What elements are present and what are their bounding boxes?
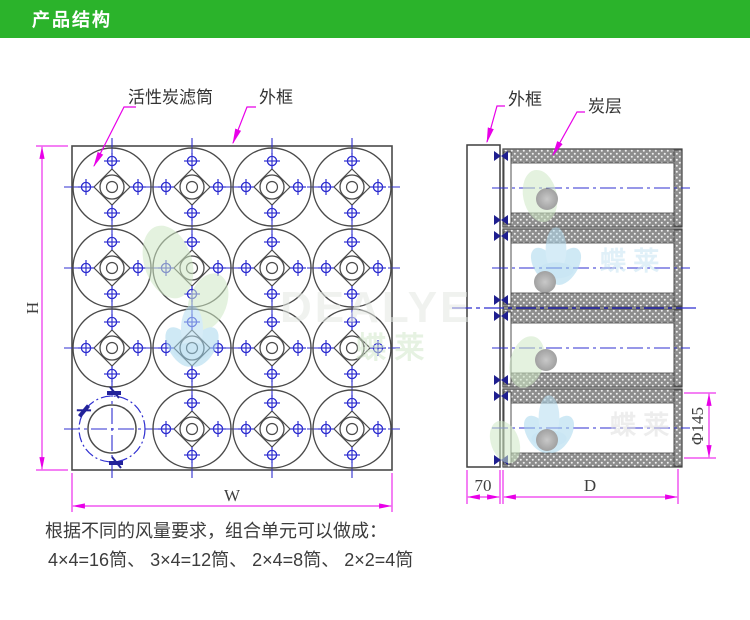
dimension-diameter: Φ145 (684, 392, 716, 459)
dimension-W: W (71, 473, 393, 512)
description-text: 根据不同的风量要求，组合单元可以做成： 4×4=16筒、 3×4=12筒、 2×… (45, 517, 705, 575)
filter-cartridge (233, 148, 311, 226)
page-title: 产品结构 (32, 10, 112, 30)
description-line-2: 4×4=16筒、 3×4=12筒、 2×4=8筒、 2×2=4筒 (48, 550, 414, 570)
filter-cartridge (73, 229, 151, 307)
watermark-brand-cn-gray: 蝶 莱 (610, 410, 669, 440)
filter-cartridge (153, 390, 231, 468)
callout-outer-frame-side: 外框 (508, 90, 542, 109)
description-line-1: 根据不同的风量要求，组合单元可以做成： (45, 521, 387, 541)
dimension-D: D (502, 469, 679, 504)
callout-activated-carbon-cartridge: 活性炭滤筒 (128, 88, 213, 107)
filter-cartridge (313, 148, 391, 226)
dimension-W-label: W (224, 486, 241, 505)
side-outer-frame (466, 144, 501, 468)
side-callouts: 外框 炭层 (486, 90, 622, 157)
dimension-70-label: 70 (475, 476, 492, 495)
filter-cartridge (73, 148, 151, 226)
filter-cartridge (233, 390, 311, 468)
watermark-carbon-ball (535, 349, 557, 371)
dimension-70: 70 (466, 470, 501, 504)
watermark-brand-cn-green: 蝶 莱 (356, 332, 424, 365)
front-callouts: 活性炭滤筒 外框 (93, 88, 293, 168)
front-outer-frame (71, 145, 393, 471)
filter-cartridge (153, 148, 231, 226)
side-view: 70 D Φ145 外框 炭层 (452, 90, 716, 504)
page-header-bar: 产品结构 (0, 0, 750, 38)
dimension-diameter-label: Φ145 (688, 407, 707, 445)
watermark-carbon-ball (536, 188, 558, 210)
cartridge-side (492, 149, 690, 227)
filter-cartridge (73, 309, 151, 387)
filter-cartridge (313, 390, 391, 468)
watermark-carbon-ball (534, 271, 556, 293)
callout-carbon-layer: 炭层 (588, 97, 622, 116)
empty-mounting-seat (73, 386, 146, 469)
dimension-D-label: D (584, 476, 596, 495)
front-view: H W 活性炭滤筒 外框 (23, 88, 400, 512)
watermark-brand-cn-blue: 蝶 莱 (600, 246, 659, 276)
dimension-H: H (23, 145, 68, 471)
watermark-brand-latin: DEALYE (280, 283, 472, 332)
callout-outer-frame-front: 外框 (259, 88, 293, 107)
dimension-H-label: H (23, 302, 42, 314)
cartridge-side (492, 229, 690, 307)
watermark-layer: DEALYE 蝶 莱 蝶 莱 蝶 莱 (133, 166, 669, 468)
watermark-carbon-ball (536, 429, 558, 451)
